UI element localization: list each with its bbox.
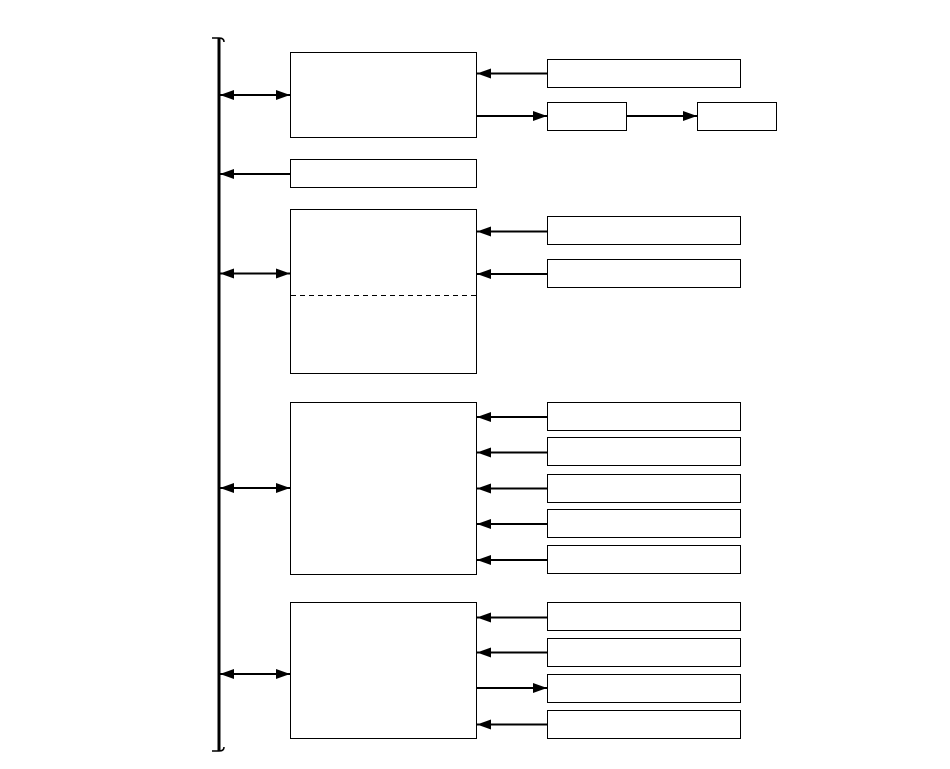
- d-in-4-box: [547, 509, 741, 538]
- module-c-box: [290, 209, 477, 374]
- a-out-1-box: [547, 102, 627, 131]
- bus-bottom-bracket: [212, 746, 225, 752]
- d-in-2-box: [547, 437, 741, 466]
- module-d-box: [290, 402, 477, 575]
- bus-top-bracket: [212, 37, 225, 43]
- c-in-2-box: [547, 259, 741, 288]
- a-out-2-box: [697, 102, 777, 131]
- a-in-1-box: [547, 59, 741, 88]
- d-in-1-box: [547, 402, 741, 431]
- e-in-3-box: [547, 710, 741, 739]
- module-d: [290, 402, 477, 575]
- d-in-3-box: [547, 474, 741, 503]
- e-in-1-box: [547, 602, 741, 631]
- e-in-2-box: [547, 638, 741, 667]
- module-a: [290, 52, 477, 138]
- e-out-1-box: [547, 674, 741, 703]
- module-e-box: [290, 602, 477, 739]
- module-a-box: [290, 52, 477, 138]
- module-b-box: [290, 159, 477, 188]
- c-in-1-box: [547, 216, 741, 245]
- module-c: [290, 209, 477, 374]
- module-b: [290, 159, 477, 188]
- d-in-5-box: [547, 545, 741, 574]
- module-e: [290, 602, 477, 739]
